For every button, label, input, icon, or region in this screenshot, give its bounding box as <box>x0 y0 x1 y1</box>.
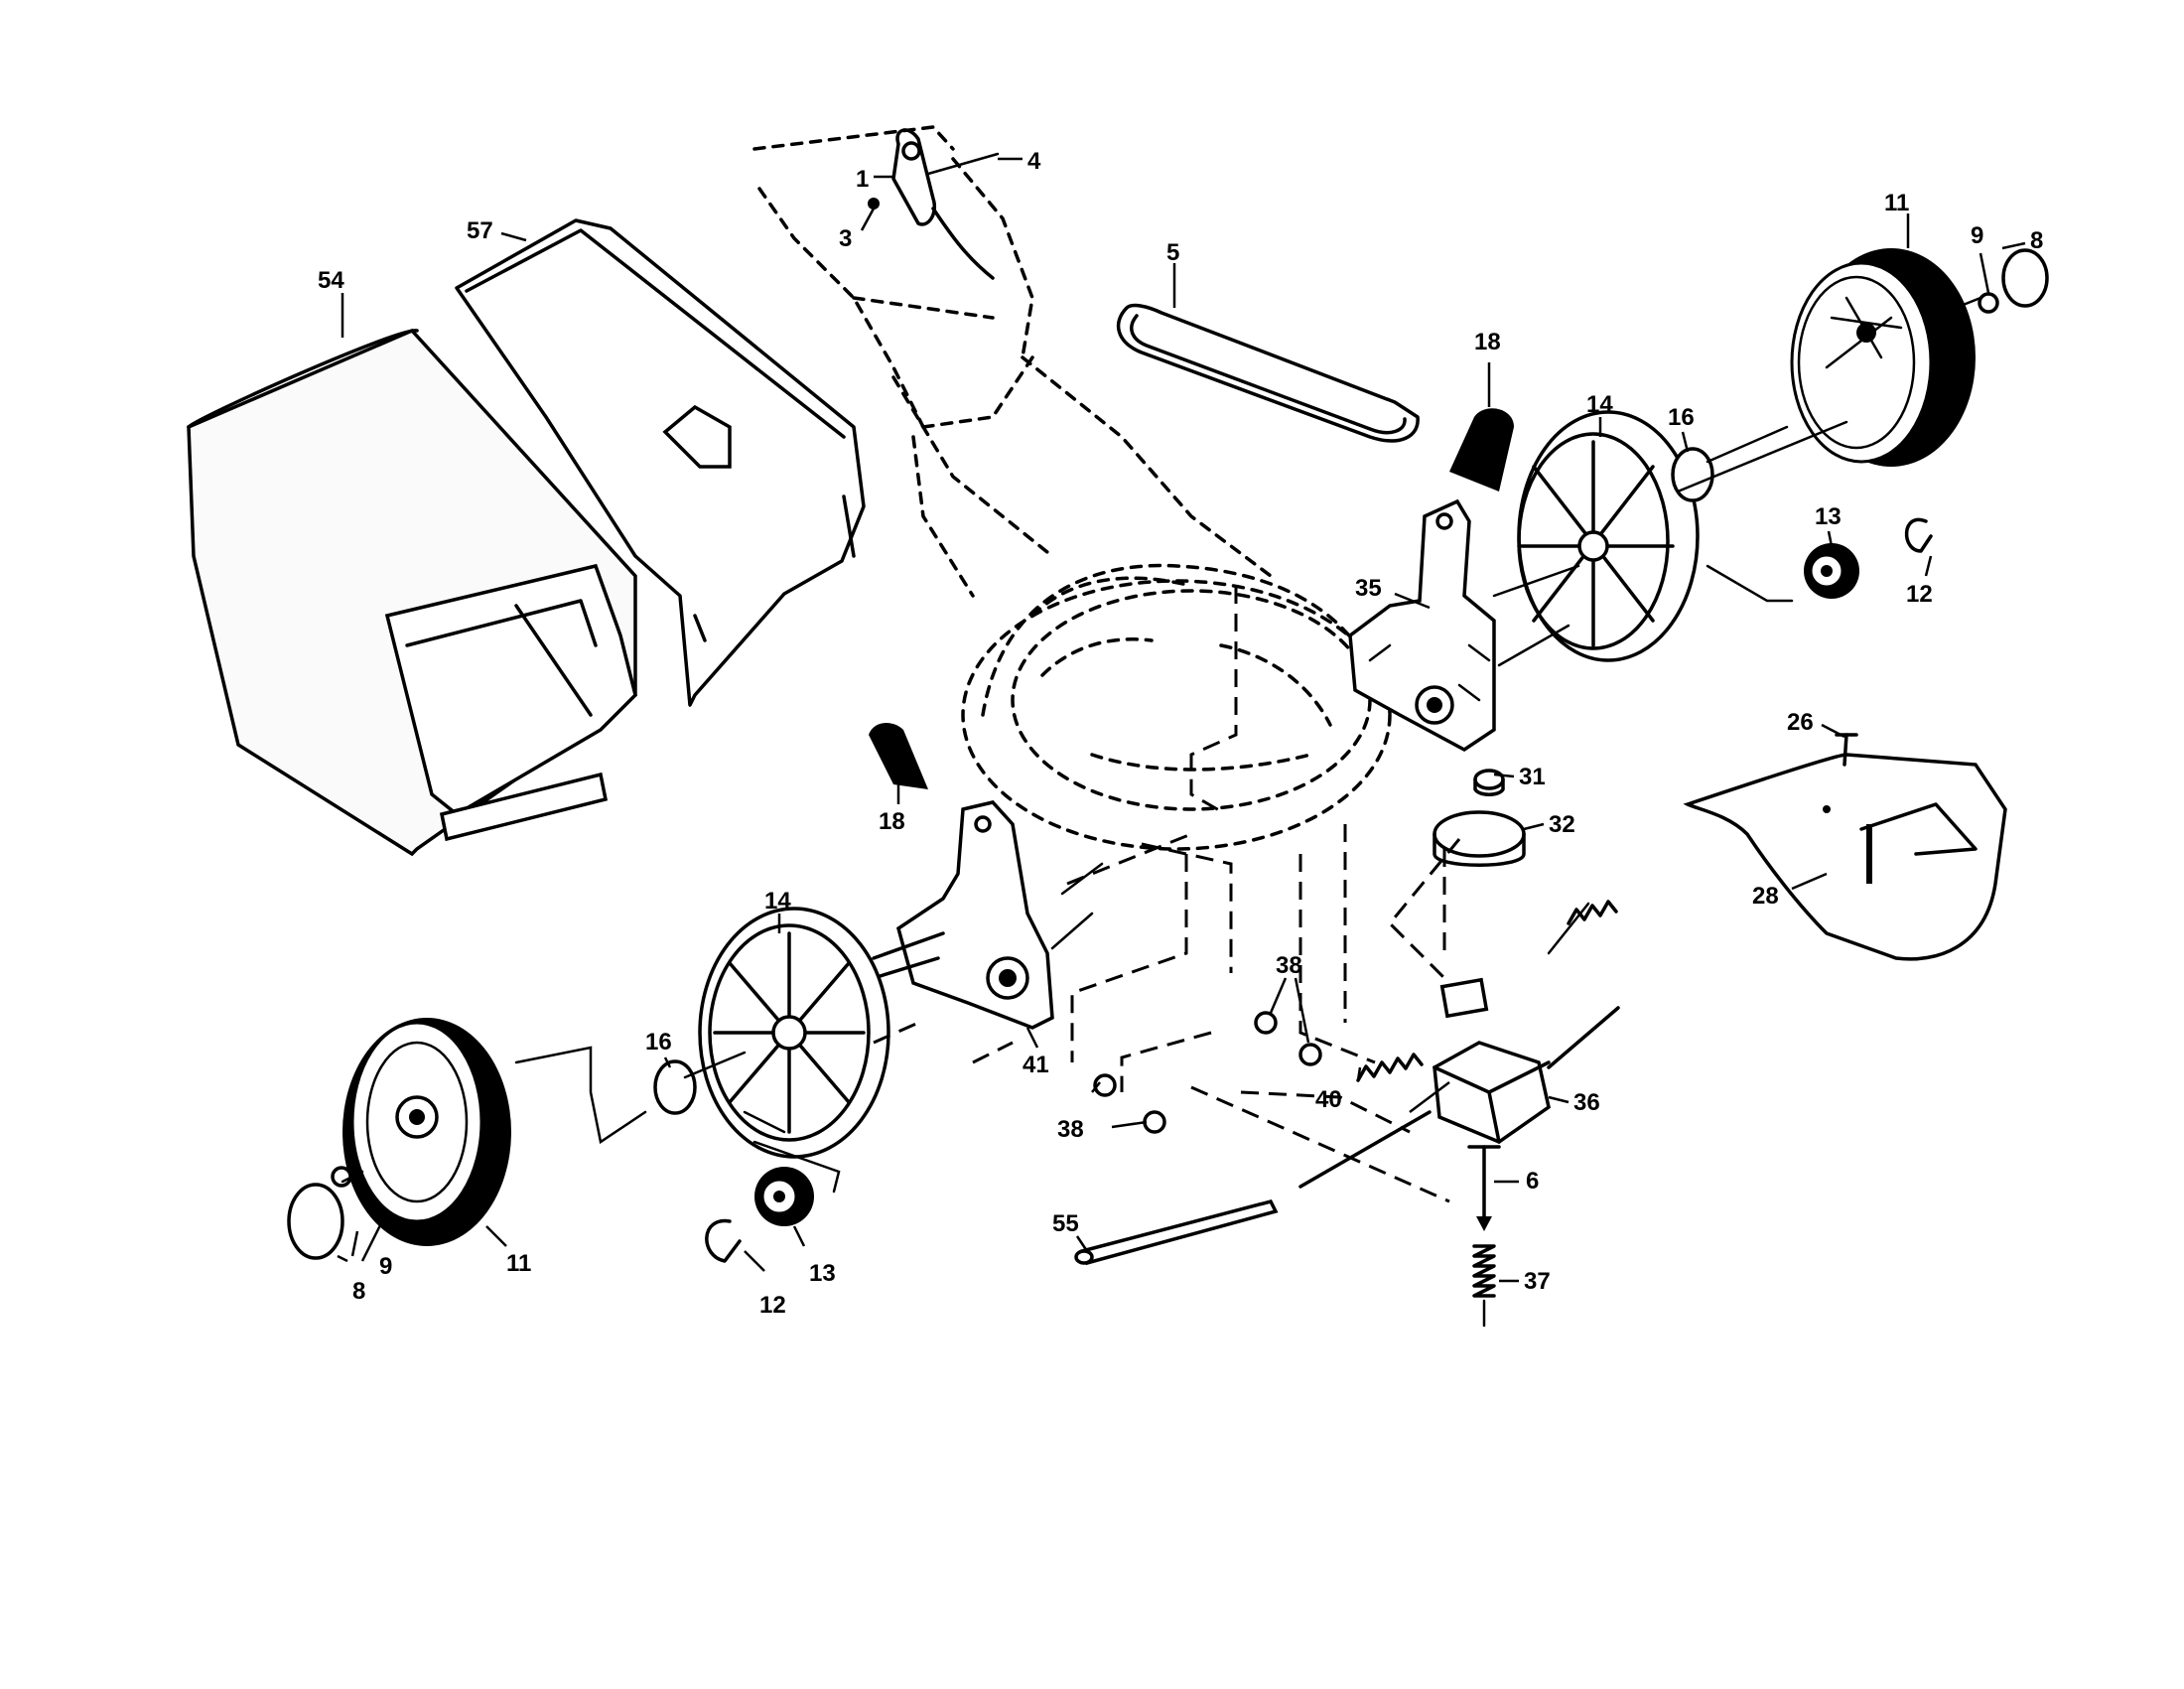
height-adjuster-left <box>857 800 1104 1030</box>
label-14-left: 14 <box>764 888 791 915</box>
label-9-left: 9 <box>379 1253 392 1280</box>
label-1: 1 <box>856 166 869 193</box>
pinion-gear-left <box>754 1167 814 1226</box>
nut-38d <box>1143 1110 1166 1134</box>
hubcap-left <box>287 1183 344 1260</box>
drive-belt <box>1116 303 1420 443</box>
wheel-guard-left <box>869 723 928 789</box>
label-28: 28 <box>1752 883 1779 910</box>
bolt-6 <box>1467 1145 1501 1231</box>
spring-37 <box>1472 1244 1496 1298</box>
label-8-left: 8 <box>352 1278 365 1305</box>
assembly-lines <box>341 296 1982 1203</box>
hubcap-right <box>2001 248 2049 308</box>
clip-left <box>705 1219 742 1263</box>
wheel-right <box>1790 248 1976 467</box>
transmission <box>1298 977 1620 1189</box>
leader-lines <box>337 157 2026 1283</box>
washer-right <box>1671 447 1714 502</box>
label-11-right: 11 <box>1884 190 1909 216</box>
label-37: 37 <box>1524 1268 1551 1295</box>
label-8-right: 8 <box>2030 227 2043 254</box>
spring-top <box>1567 900 1618 925</box>
label-32: 32 <box>1549 811 1575 838</box>
label-35: 35 <box>1355 575 1382 602</box>
label-12-right: 12 <box>1906 581 1933 608</box>
handle-assembly <box>752 125 1273 598</box>
rear-chute <box>1683 753 2007 961</box>
label-36: 36 <box>1573 1089 1600 1116</box>
label-18-right: 18 <box>1474 329 1501 355</box>
label-40: 40 <box>1315 1086 1342 1113</box>
drive-wheel-right <box>1517 410 1700 662</box>
bag-frame <box>455 218 866 707</box>
label-18-left: 18 <box>879 808 905 835</box>
nut-right <box>1978 292 1999 314</box>
label-12-left: 12 <box>759 1292 786 1319</box>
nut-38a <box>1254 1011 1278 1035</box>
label-38-top: 38 <box>1276 952 1302 979</box>
pinion-gear-right <box>1804 543 1859 599</box>
label-6: 6 <box>1526 1168 1539 1195</box>
label-26: 26 <box>1787 709 1814 736</box>
grass-bag <box>187 328 637 857</box>
spring-40 <box>1356 1053 1424 1082</box>
bail-lever <box>868 128 1000 280</box>
label-4: 4 <box>1027 148 1041 175</box>
wheel-left <box>342 1018 511 1246</box>
label-54: 54 <box>318 267 344 294</box>
drive-wheel-left <box>698 907 890 1159</box>
nut-38c <box>1093 1073 1117 1097</box>
label-3: 3 <box>839 225 852 252</box>
label-31: 31 <box>1519 764 1546 790</box>
label-16-left: 16 <box>645 1029 672 1056</box>
clip-right <box>1904 517 1933 553</box>
height-adjuster-right <box>1348 498 1496 753</box>
callout-labels: 1 3 4 5 54 57 18 14 16 11 9 8 13 12 35 3… <box>318 148 2043 1319</box>
label-13-right: 13 <box>1815 503 1842 530</box>
wheel-guard-right <box>1449 408 1514 492</box>
washer-left <box>653 1059 697 1115</box>
nut-left <box>331 1166 352 1188</box>
mower-deck <box>961 563 1392 851</box>
pulley <box>1433 810 1526 867</box>
label-14-right: 14 <box>1586 391 1613 418</box>
label-13-left: 13 <box>809 1260 836 1287</box>
label-55: 55 <box>1052 1210 1079 1237</box>
axle-rod <box>1074 1198 1279 1266</box>
label-41: 41 <box>1023 1052 1049 1078</box>
label-38-bottom: 38 <box>1057 1116 1084 1143</box>
label-11-left: 11 <box>506 1250 531 1277</box>
label-9-right: 9 <box>1971 222 1983 249</box>
nut-38b <box>1298 1043 1322 1066</box>
label-16-right: 16 <box>1668 404 1695 431</box>
label-57: 57 <box>467 217 493 244</box>
label-5: 5 <box>1166 239 1179 266</box>
